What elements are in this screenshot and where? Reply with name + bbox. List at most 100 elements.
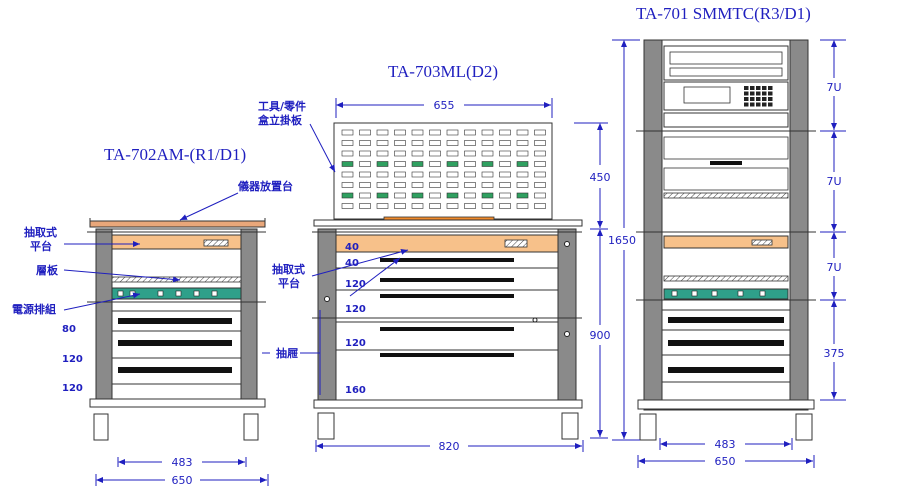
peg-slot [359,161,371,167]
drawer-handle [668,340,784,346]
right-rack [636,39,816,441]
title-middle: TA-703ML(D2) [388,62,498,81]
label-tool-board: 工具/零件 [258,99,306,113]
dim-right-483: 483 [715,438,736,451]
drawer-handle [380,278,514,282]
label-pull-platform-left: 抽取式 [24,225,57,239]
peg-slot [481,150,494,157]
peg-slot [341,203,354,209]
rack-post [557,228,577,401]
dim-unit: 7U [826,81,841,94]
peg-slot [464,192,476,199]
peg-slot [394,150,406,157]
pegboard-slots [341,129,546,209]
keypad-key [756,86,761,90]
dim-board-655: 655 [434,99,455,112]
peg-slot [481,182,494,188]
peg-slot [516,192,529,199]
label-instrument-shelf: 儀器放置台 [237,179,293,193]
peg-slot [446,140,459,146]
peg-slot [481,140,494,146]
rack-post [643,39,663,411]
dim-left-483: 483 [172,456,193,469]
peg-slot [481,192,494,199]
rack-post [95,228,113,400]
peg-slot [481,161,494,167]
peg-slot [446,161,459,167]
peg-slot [394,161,406,167]
caster [93,413,109,441]
keypad-key [768,102,773,107]
shelf-board [663,192,789,199]
peg-slot [376,129,389,136]
peg-slot [516,129,529,136]
dim-board-450: 450 [590,171,611,184]
peg-slot [481,203,494,209]
keypad-key [762,102,767,107]
peg-slot [429,192,441,199]
peg-slot [534,182,546,188]
rack-post [240,228,258,400]
peg-slot [481,171,494,178]
peg-slot [446,203,459,209]
keypad-key [756,97,761,101]
peg-slot [376,161,389,167]
caster [561,412,579,440]
dim-total-1650: 1650 [608,234,636,247]
drawer-height-label: 40 [345,242,359,253]
peg-slot [446,182,459,188]
peg-slot [516,150,529,157]
keypad-key [744,102,749,107]
peg-slot [534,140,546,146]
peg-slot [464,171,476,178]
peg-slot [376,192,389,199]
peg-slot [446,192,459,199]
peg-slot [534,129,546,136]
peg-slot [411,150,424,157]
title-right: TA-701 SMMTC(R3/D1) [636,4,811,23]
drawer-handle [380,294,514,298]
peg-slot [376,171,389,178]
peg-slot [499,150,511,157]
peg-slot [359,192,371,199]
peg-slot [534,203,546,209]
pull-platform [335,234,559,253]
peg-slot [341,150,354,157]
keypad-key [750,102,755,107]
peg-slot [464,150,476,157]
peg-slot [411,171,424,178]
drawer-handle [118,340,232,346]
peg-slot [376,182,389,188]
peg-slot [446,129,459,136]
keypad-key [768,97,773,101]
left-rack [87,218,266,441]
label-pull-platform-mid: 抽取式 [272,262,305,276]
dim-width-820: 820 [439,440,460,453]
dim-right-650: 650 [715,455,736,468]
peg-slot [411,129,424,136]
peg-slot [341,182,354,188]
drawer-height-label: 160 [345,385,366,396]
peg-slot [394,140,406,146]
drawer-handle [380,353,514,357]
peg-slot [499,129,511,136]
peg-slot [394,129,406,136]
peg-slot [534,161,546,167]
keypad-key [750,86,755,90]
middle-rack [312,122,583,440]
peg-slot [499,161,511,167]
keypad-key [768,91,773,96]
peg-slot [429,182,441,188]
peg-slot [499,140,511,146]
peg-slot [499,192,511,199]
peg-slot [359,140,371,146]
peg-slot [359,171,371,178]
dim-left-650: 650 [172,474,193,487]
peg-slot [359,129,371,136]
peg-slot [499,203,511,209]
label-shelf-board: 層板 [36,263,59,277]
drawer-height-label: 120 [62,354,83,365]
peg-slot [464,203,476,209]
label-drawer: 抽屜 [276,346,298,360]
